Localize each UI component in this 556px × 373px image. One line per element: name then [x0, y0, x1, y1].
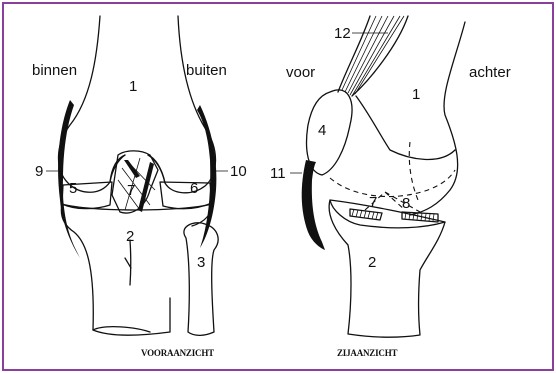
label-buiten: buiten — [186, 62, 227, 79]
front-label-1: 1 — [129, 78, 137, 95]
side-label-8: 8 — [402, 195, 410, 212]
front-femur-outline — [58, 16, 215, 193]
label-voor: voor — [286, 64, 315, 81]
side-view — [290, 16, 465, 337]
side-label-2: 2 — [368, 254, 376, 271]
front-fibula — [184, 223, 218, 336]
side-label-1: 1 — [412, 86, 420, 103]
caption-side-view: ZIJAANZICHT — [337, 348, 398, 358]
front-label-2: 2 — [126, 228, 134, 245]
side-label-4: 4 — [318, 122, 326, 139]
side-label-12: 12 — [334, 25, 351, 42]
front-label-3: 3 — [197, 254, 205, 271]
label-binnen: binnen — [32, 62, 77, 79]
front-label-5: 5 — [69, 180, 77, 197]
front-label-10: 10 — [230, 163, 247, 180]
front-label-7: 7 — [127, 182, 135, 199]
front-label-6: 6 — [190, 180, 198, 197]
front-label-9: 9 — [35, 163, 43, 180]
label-achter: achter — [469, 64, 511, 81]
caption-front-view: VOORAANZICHT — [141, 348, 214, 358]
side-femur-outline — [356, 22, 465, 215]
side-label-7: 7 — [369, 194, 377, 211]
front-collateral-ligament-outer — [197, 105, 216, 248]
side-patellar-ligament — [302, 160, 325, 250]
side-label-11: 11 — [270, 165, 286, 182]
